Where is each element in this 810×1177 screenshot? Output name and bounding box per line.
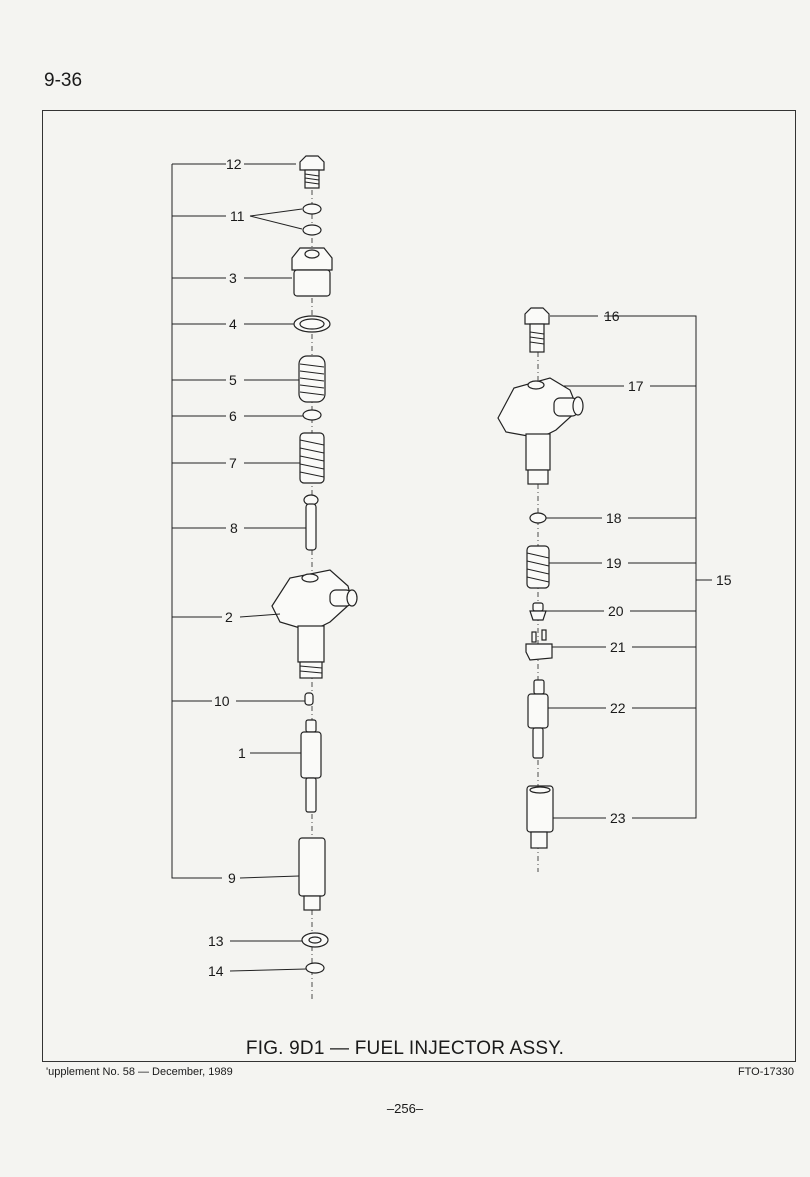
- callout-3: 3: [229, 270, 237, 286]
- callout-13: 13: [208, 933, 224, 949]
- callout-2: 2: [225, 609, 233, 625]
- part-6-washer: [302, 409, 322, 421]
- callout-6: 6: [229, 408, 237, 424]
- document-number: FTO-17330: [737, 1066, 794, 1078]
- callout-12: 12: [226, 156, 242, 172]
- part-11-washer-upper: [302, 203, 322, 215]
- figure-caption: FIG. 9D1 — FUEL INJECTOR ASSY.: [245, 1038, 565, 1059]
- callout-20: 20: [608, 603, 624, 619]
- part-5-adjusting-screw: [298, 355, 326, 403]
- part-8-push-rod: [303, 494, 319, 551]
- callout-15: 15: [716, 572, 732, 588]
- part-2-nozzle-holder: [271, 569, 358, 679]
- callout-labels: 12 11 3 4 5 6 7 8 2 10 1 9 13 14 16 17 1…: [208, 156, 732, 979]
- callout-11: 11: [230, 208, 245, 224]
- part-17-nozzle-holder: [497, 377, 584, 485]
- part-14-washer: [305, 962, 325, 974]
- part-21-distance-piece: [525, 629, 553, 661]
- part-19-spring: [526, 545, 550, 589]
- part-23-retaining-nut: [526, 785, 554, 849]
- callout-22: 22: [610, 700, 626, 716]
- part-20-spring-seat: [529, 602, 547, 621]
- part-10-dowel-pin: [304, 692, 314, 706]
- figure-frame: [42, 110, 796, 1062]
- part-16-bolt: [524, 307, 550, 353]
- callout-1: 1: [238, 745, 246, 761]
- part-3-cap-nut: [291, 247, 333, 297]
- part-22-nozzle: [527, 679, 549, 759]
- callout-23: 23: [610, 810, 626, 826]
- page-number: –256–: [386, 1101, 424, 1116]
- callout-21: 21: [610, 639, 626, 655]
- callout-4: 4: [229, 316, 237, 332]
- callout-7: 7: [229, 455, 237, 471]
- left-assembly: [171, 155, 358, 1000]
- callout-5: 5: [229, 372, 237, 388]
- right-assembly: [497, 307, 712, 872]
- part-1-nozzle: [300, 719, 322, 813]
- part-12-bolt: [299, 155, 325, 189]
- part-9-retaining-nut: [298, 837, 326, 911]
- supplement-note: 'upplement No. 58 — December, 1989: [46, 1066, 233, 1078]
- callout-16: 16: [604, 308, 620, 324]
- part-18-washer: [529, 512, 547, 524]
- callout-8: 8: [230, 520, 238, 536]
- part-11-washer-lower: [302, 224, 322, 236]
- callout-9: 9: [228, 870, 236, 886]
- callout-18: 18: [606, 510, 622, 526]
- callout-10: 10: [214, 693, 230, 709]
- callout-19: 19: [606, 555, 622, 571]
- page-code: 9-36: [44, 70, 83, 91]
- part-7-spring: [299, 432, 325, 484]
- callout-17: 17: [628, 378, 644, 394]
- callout-14: 14: [208, 963, 224, 979]
